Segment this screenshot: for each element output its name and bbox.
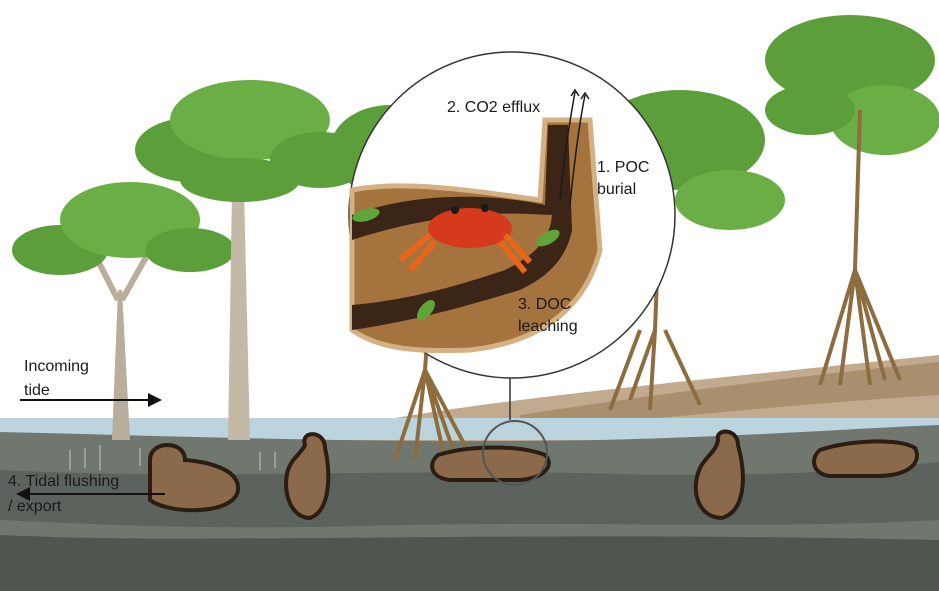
label-tidal-flushing-2: / export [8,497,61,517]
label-incoming-tide-2: tide [24,381,50,401]
label-poc-burial-1: 1. POC [597,158,649,178]
label-poc-burial-2: burial [597,180,636,200]
label-doc-leaching-2: leaching [518,317,578,337]
label-tidal-flushing-1: 4. Tidal flushing [8,472,119,492]
label-incoming-tide-1: Incoming [24,357,89,377]
label-co2-efflux: 2. CO2 efflux [447,98,540,118]
tree-right-2 [765,15,939,385]
burrow-3 [432,448,549,481]
mudflat-deep [0,535,939,591]
label-doc-leaching-1: 3. DOC [518,295,571,315]
tree-left-1 [12,182,235,440]
burrow-5 [814,441,917,476]
